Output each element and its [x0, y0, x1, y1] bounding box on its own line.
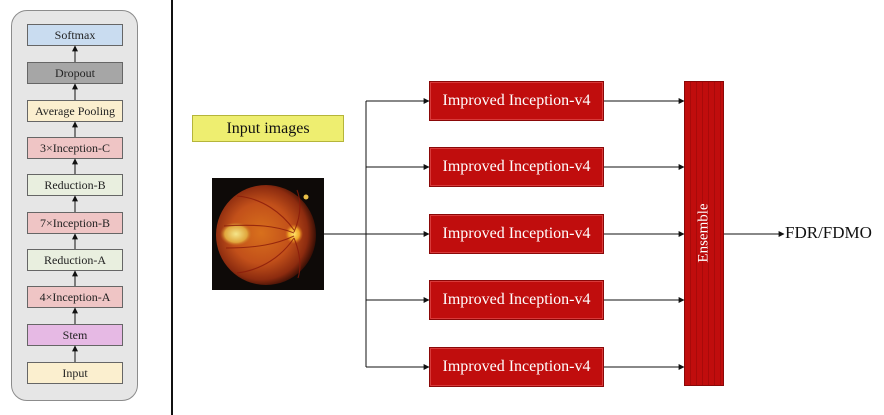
- connector-lines: [0, 0, 884, 415]
